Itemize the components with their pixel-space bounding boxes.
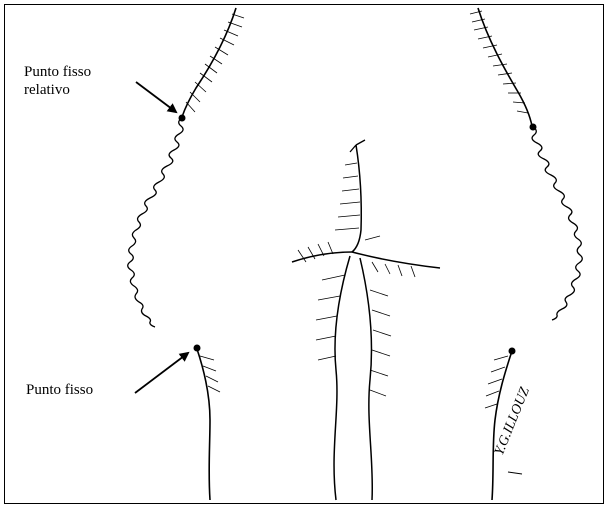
left-thigh-contour <box>197 349 210 500</box>
signature-underline <box>508 472 522 474</box>
relative-fixed-point-label-line1: Punto fisso <box>24 63 91 81</box>
relative-fixed-point-label-line2: relativo <box>24 81 91 99</box>
left-thigh-hatching <box>200 356 220 392</box>
right-flank-contour <box>478 8 532 126</box>
gluteal-cleft <box>352 145 361 252</box>
right-buttock-wavy-contour <box>532 127 582 320</box>
relative-fixed-point-dot-left <box>179 115 186 122</box>
gluteal-cleft-hatching <box>335 163 380 240</box>
right-gluteal-fold <box>352 252 440 268</box>
right-flank-hatching <box>470 11 528 113</box>
relative-fixed-point-label: Punto fisso relativo <box>24 63 91 99</box>
fixed-point-dot-left <box>194 345 201 352</box>
fixed-point-dot-right <box>509 348 516 355</box>
right-thigh-hatching <box>485 356 508 408</box>
relative-fixed-point-dot-right <box>530 124 537 131</box>
fixed-point-arrow <box>135 353 188 393</box>
left-inner-thigh <box>334 256 350 500</box>
left-flank-contour <box>182 8 236 117</box>
fixed-point-label: Punto fisso <box>26 381 93 399</box>
left-flank-hatching <box>186 14 244 112</box>
left-gluteal-fold <box>292 252 352 262</box>
left-buttock-wavy-contour <box>128 118 183 327</box>
right-inner-thigh <box>360 258 372 500</box>
inner-thigh-hatching <box>316 275 391 396</box>
relative-fixed-point-arrow <box>136 82 176 112</box>
